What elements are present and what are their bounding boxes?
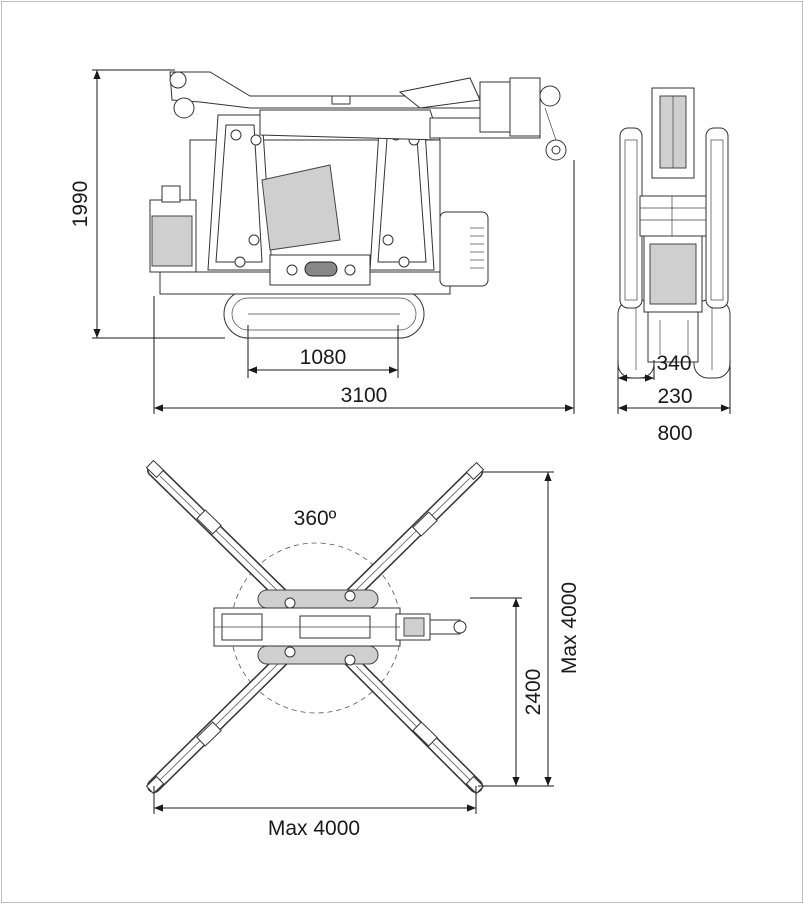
overall-width-label: 800: [657, 422, 692, 445]
chassis: [149, 114, 489, 295]
overall-length-dimension: 3100: [153, 160, 575, 414]
outrigger-front-right: [343, 461, 485, 603]
side-view: 1990 1080 3100: [69, 69, 575, 414]
track-width-label: 340: [656, 352, 691, 375]
boom-top: [213, 590, 467, 666]
front-view: 340 230 800: [617, 87, 731, 445]
outrigger-span-dimension: 2400: [470, 597, 545, 787]
height-label: 1990: [69, 181, 92, 228]
track-length-label: 1080: [300, 346, 347, 369]
crawler-track: [223, 289, 425, 339]
outrigger-max-horizontal-dimension: Max 4000: [153, 786, 477, 840]
track-length-dimension: 1080: [247, 325, 399, 378]
outrigger-rear-left: [145, 645, 297, 795]
outrigger-span-label: 2400: [522, 669, 545, 716]
outrigger-max-vertical-dimension: Max 4000: [482, 471, 581, 787]
rotation-label: 360º: [294, 507, 337, 530]
top-view: 360º 2400 Max 4000 Max 4000: [145, 459, 581, 840]
outrigger-rear-right: [343, 653, 485, 795]
track-gap-label: 230: [657, 385, 692, 408]
height-dimension: 1990: [69, 69, 225, 339]
crane-boom: [169, 71, 567, 161]
overall-length-label: 3100: [341, 384, 388, 407]
outrigger-max-horizontal-label: Max 4000: [268, 817, 360, 840]
track-gap-dimension: 230: [618, 360, 731, 414]
outrigger-max-vertical-label: Max 4000: [558, 582, 581, 674]
outrigger-front-left: [145, 459, 297, 610]
